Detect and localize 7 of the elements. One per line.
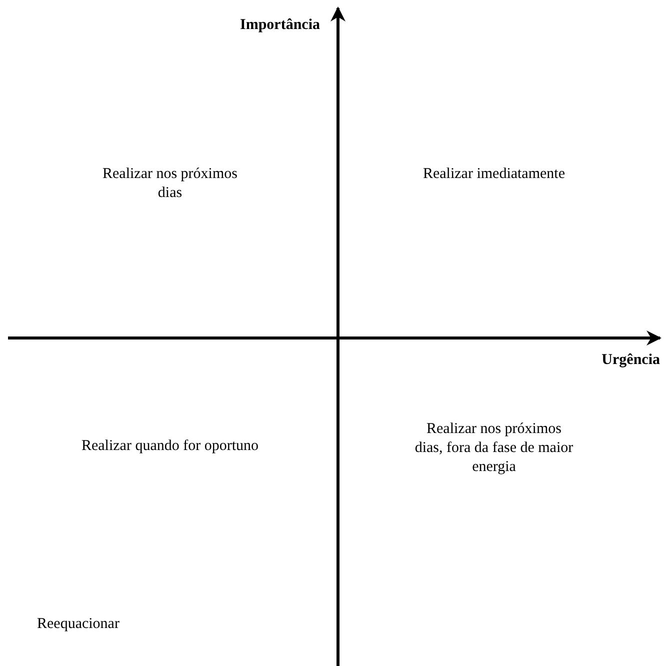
quadrant-label: Reequacionar <box>37 616 120 632</box>
axis-label: Urgência <box>602 352 660 368</box>
quadrant-label: Realizar nos próximos dias, fora da fase de maior energia <box>414 421 574 475</box>
quadrant-label: Realizar quando for oportuno <box>81 438 259 454</box>
axis-label: Importância <box>240 17 320 33</box>
quadrant-label: Realizar imediatamente <box>422 166 565 182</box>
quadrant-label: Realizar nos próximos dias <box>102 166 238 201</box>
